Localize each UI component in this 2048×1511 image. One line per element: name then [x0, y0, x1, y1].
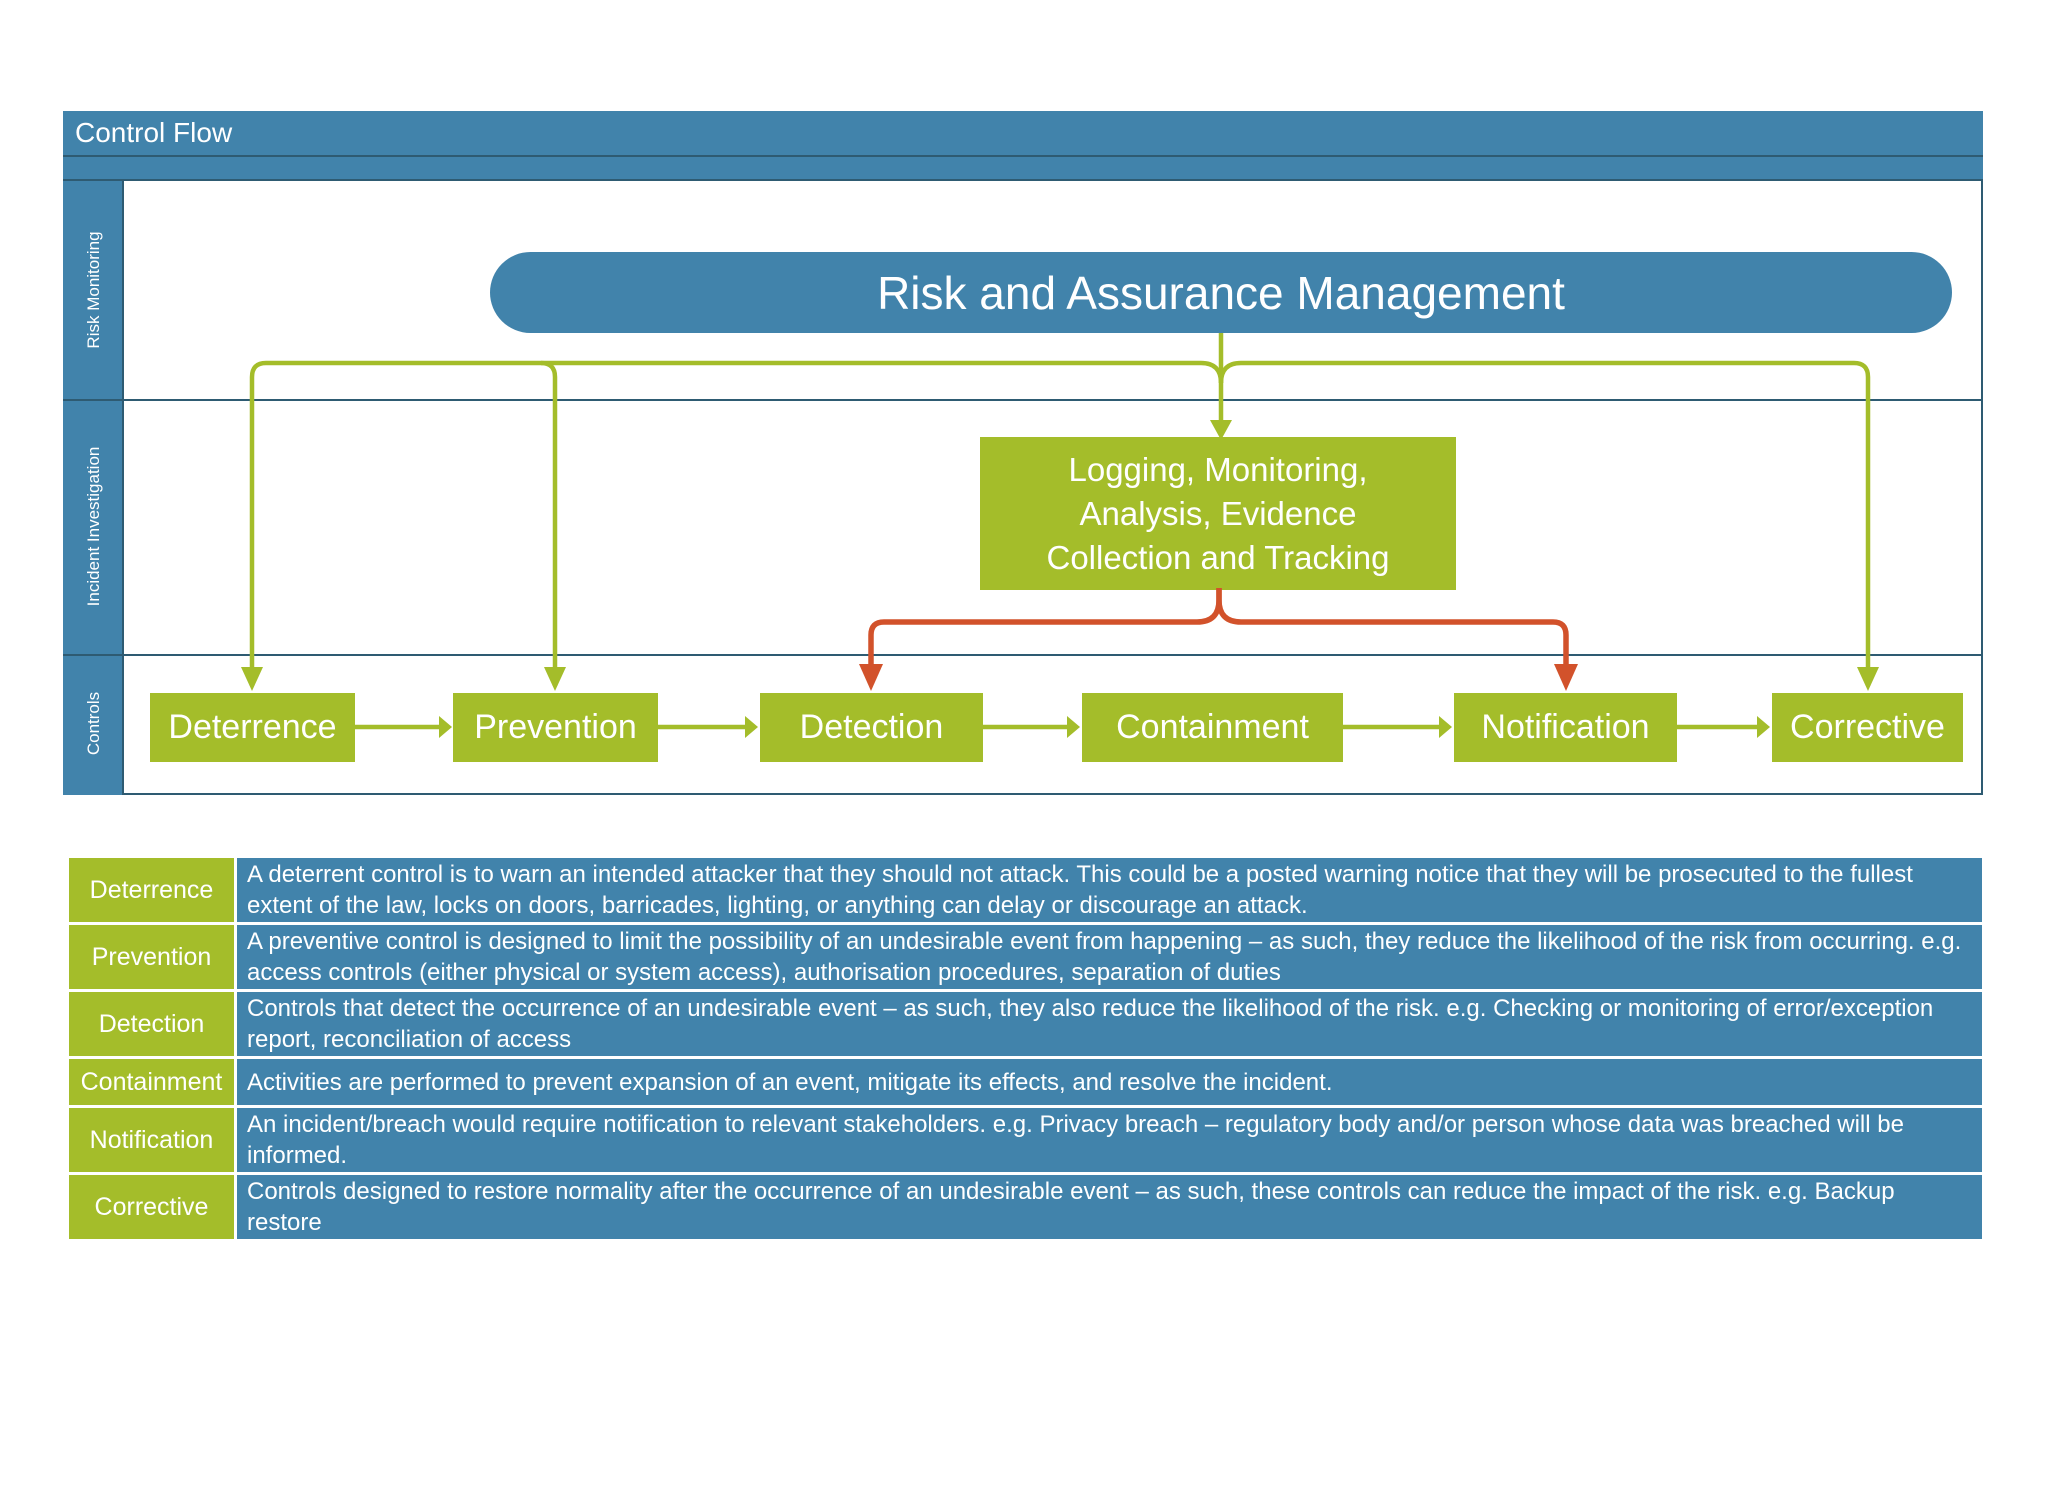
lane-divider-2: [63, 654, 1983, 656]
node-prevention: Prevention: [453, 693, 658, 762]
table-desc-notification: An incident/breach would require notific…: [237, 1108, 1982, 1172]
node-risk-assurance-management: Risk and Assurance Management: [490, 252, 1952, 333]
lane-divider-1: [63, 399, 1983, 401]
node-logging-monitoring: Logging, Monitoring, Analysis, Evidence …: [980, 437, 1456, 590]
node-deterrence: Deterrence: [150, 693, 355, 762]
lane-label-incident-investigation: Incident Investigation: [84, 446, 103, 607]
node-notification: Notification: [1454, 693, 1677, 762]
table-desc-prevention: A preventive control is designed to limi…: [237, 925, 1982, 989]
node-detection: Detection: [760, 693, 983, 762]
table-label-deterrence: Deterrence: [69, 858, 234, 922]
table-label-containment: Containment: [69, 1059, 234, 1105]
lane-label-risk-monitoring: Risk Monitoring: [84, 231, 103, 349]
table-desc-containment: Activities are performed to prevent expa…: [237, 1059, 1982, 1105]
table-label-corrective: Corrective: [69, 1175, 234, 1239]
control-definitions-table: Deterrence A deterrent control is to war…: [69, 858, 1982, 1239]
lane-label-controls: Controls: [84, 691, 103, 756]
table-desc-corrective: Controls designed to restore normality a…: [237, 1175, 1982, 1239]
node-containment: Containment: [1082, 693, 1343, 762]
table-desc-detection: Controls that detect the occurrence of a…: [237, 992, 1982, 1056]
lane-label-column: [63, 181, 124, 795]
diagram-title-bar: Control Flow: [63, 111, 1983, 157]
table-label-prevention: Prevention: [69, 925, 234, 989]
diagram-title: Control Flow: [75, 117, 233, 148]
table-desc-deterrence: A deterrent control is to warn an intend…: [237, 858, 1982, 922]
table-label-detection: Detection: [69, 992, 234, 1056]
node-corrective: Corrective: [1772, 693, 1963, 762]
phase-header-bar: [63, 157, 1983, 181]
table-label-notification: Notification: [69, 1108, 234, 1172]
